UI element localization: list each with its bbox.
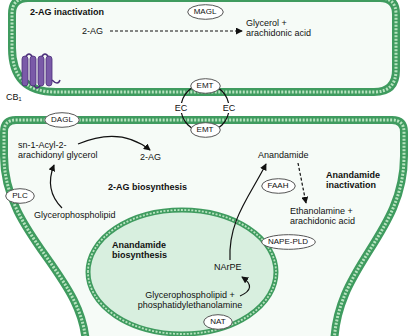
pathway-arrow (50, 165, 62, 208)
enzyme-name: DAGL (44, 112, 80, 127)
pathway-arrow (78, 136, 150, 150)
pathway-arrow (240, 277, 250, 296)
metabolite-name: Glycerol + arachidonic acid (246, 18, 326, 39)
enzyme-ellipse: EMT (190, 78, 221, 94)
text-holder: Ethanolamine + arachidonic acid (290, 206, 366, 227)
membrane-outline (84, 204, 280, 336)
enzyme-ellipse: MAGL (187, 4, 224, 20)
enzyme-shape (45, 113, 80, 128)
enzyme-shape (204, 315, 233, 330)
enzyme-ellipse: FAAH (261, 178, 296, 194)
presynaptic-terminal: 2-AG inactivation 2-AG Glycerol + arachido… (8, 0, 400, 96)
enzyme-ellipse: EMT (190, 122, 221, 138)
receptor-tail (52, 80, 60, 83)
enzyme-name: NAT (203, 314, 233, 329)
enzyme-name: NAPE-PLD (261, 234, 316, 249)
postsynaptic-neuron: sn-1-Acyl-2-arachidonyl glycerol 2-AG 2-AG… (2, 116, 406, 336)
receptor-helix (46, 56, 52, 86)
text-holder: sn-1-Acyl-2-arachidonyl glycerol (18, 140, 110, 161)
metabolite-name: 2-AG (82, 26, 122, 36)
text-holder: 2-AG (82, 26, 122, 36)
label-holder: EC (222, 103, 237, 113)
text-holder: 2-AG inactivation (30, 7, 130, 17)
membrane-light (88, 210, 276, 334)
enzyme-shape (261, 179, 295, 194)
enzyme-name: EMT (190, 122, 221, 137)
cleft-label: EC (222, 103, 237, 113)
pathway-heading: Anandamide inactivation (326, 170, 388, 191)
metabolite-name: Ethanolamine + arachidonic acid (290, 206, 366, 227)
label-holder: CB₁ (6, 92, 22, 102)
enzyme-shape (190, 79, 220, 94)
receptor-helix (30, 56, 36, 86)
metabolite-name: 2-AG (140, 152, 180, 162)
dashed-arrow (110, 30, 242, 31)
pathway-heading: 2-AG biosynthesis (108, 182, 208, 192)
text-holder: Glycerophospholipid + phosphatidylethano… (120, 290, 260, 311)
label-holder: EC (174, 103, 189, 113)
pathway-arrow (230, 164, 266, 260)
membrane-dark (12, 0, 396, 92)
enzyme-name: FAAH (261, 178, 296, 193)
metabolite-name: NArPE (214, 262, 254, 272)
membrane-light (4, 120, 404, 336)
membrane-dark (4, 120, 404, 336)
cb1-receptor (22, 54, 60, 88)
metabolite-name: Glycerophospholipid (34, 210, 134, 220)
enzyme-shape (190, 123, 220, 138)
enzyme-shape (261, 235, 315, 250)
text-holder: NArPE (214, 262, 254, 272)
enzyme-ellipse: NAPE-PLD (261, 234, 316, 250)
dashed-arrow (298, 163, 306, 203)
enzyme-ellipse: PLC (5, 188, 35, 204)
text-holder: Glycerophospholipid (34, 210, 134, 220)
pathway-heading: 2-AG inactivation (30, 7, 130, 17)
receptor-helix (38, 56, 44, 86)
enzyme-name: EMT (190, 78, 221, 93)
metabolite-name: Anandamide (258, 150, 328, 160)
receptor-loop (25, 54, 49, 88)
text-holder: Glycerol + arachidonic acid (246, 18, 326, 39)
text-holder: 2-AG biosynthesis (108, 182, 208, 192)
transport-circle (181, 84, 229, 132)
enzyme-name: PLC (5, 188, 35, 203)
text-holder: Anandamide biosynthesis (112, 240, 182, 261)
enzyme-shape (6, 189, 35, 204)
enzyme-shape (187, 5, 223, 20)
text-holder: Anandamide (258, 150, 328, 160)
metabolite-name: sn-1-Acyl-2-arachidonyl glycerol (18, 140, 110, 161)
enzyme-ellipse: NAT (203, 314, 233, 330)
membrane-light (12, 0, 396, 92)
organelle: Anandamide biosynthesisNArPE Glycerophosp… (84, 204, 280, 336)
enzyme-name: MAGL (187, 4, 224, 19)
text-holder: Anandamide inactivation (326, 170, 388, 191)
text-holder: 2-AG (140, 152, 180, 162)
pathway-heading: Anandamide biosynthesis (112, 240, 182, 261)
receptor-helix (22, 56, 28, 86)
membrane-dark (88, 210, 276, 334)
metabolite-name: Glycerophospholipid + phosphatidylethano… (120, 290, 260, 311)
enzyme-ellipse: DAGL (44, 112, 80, 128)
cleft-label: EC (174, 103, 189, 113)
receptor-label: CB₁ (6, 92, 22, 102)
